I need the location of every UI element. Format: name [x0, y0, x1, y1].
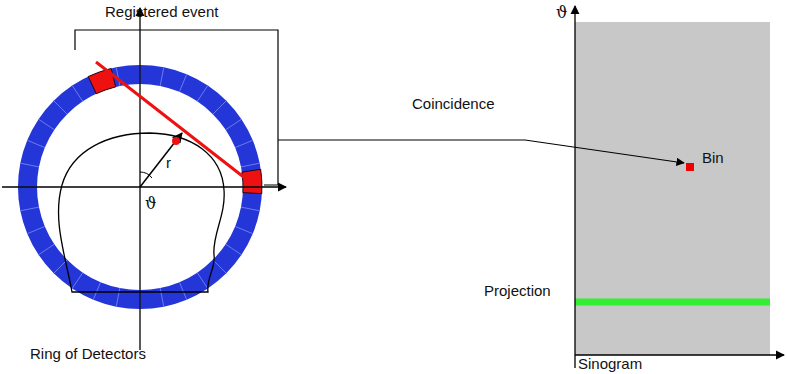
detector-divider — [27, 226, 45, 233]
r-vector — [140, 133, 182, 187]
head-outline — [59, 133, 225, 292]
detector-divider — [20, 163, 39, 167]
detector-divider — [39, 119, 55, 130]
detector-divider — [160, 67, 164, 86]
diagram-label: Sinogram — [578, 356, 642, 373]
detector-divider — [213, 101, 226, 114]
angle-arc — [140, 172, 152, 178]
detector-divider — [197, 273, 208, 289]
detector-divider — [160, 288, 164, 307]
theta-axis — [574, 6, 575, 368]
diagram-label: Coincidence — [412, 96, 495, 113]
detector-divider — [93, 282, 100, 300]
detector-divider — [197, 86, 208, 102]
sinogram-area — [575, 22, 770, 355]
bin-mark — [686, 163, 694, 171]
diagram-label: Projection — [484, 283, 551, 300]
detector-divider — [72, 86, 83, 102]
line-of-response — [96, 62, 250, 182]
axis-symbol: ϑ — [556, 4, 567, 22]
event-point — [172, 137, 180, 145]
detector-divider — [226, 244, 242, 255]
diagram-label: r — [166, 155, 171, 172]
detector-divider — [179, 74, 186, 92]
y-axis — [139, 8, 140, 350]
active-detector — [242, 169, 262, 193]
diagram-label: Ring of Detectors — [30, 346, 146, 363]
diagram-label: Registered event — [105, 4, 218, 21]
coincidence-leader — [278, 140, 684, 163]
detector-divider — [39, 244, 55, 255]
detector-divider — [54, 101, 67, 114]
detector-divider — [213, 260, 226, 273]
projection-line — [575, 299, 770, 306]
x-axis — [2, 186, 286, 187]
detector-divider — [235, 226, 253, 233]
detector-divider — [179, 282, 186, 300]
detector-divider — [27, 140, 45, 147]
detector-divider — [20, 207, 39, 211]
event-bracket — [75, 30, 278, 185]
axis-symbol: ϑ — [145, 195, 156, 213]
detector-divider — [241, 163, 260, 167]
detector-divider — [226, 119, 242, 130]
detector-divider — [116, 288, 120, 307]
detector-divider — [235, 140, 253, 147]
diagram-label: Bin — [702, 150, 724, 167]
detector-divider — [72, 273, 83, 289]
detector-divider — [241, 207, 260, 211]
